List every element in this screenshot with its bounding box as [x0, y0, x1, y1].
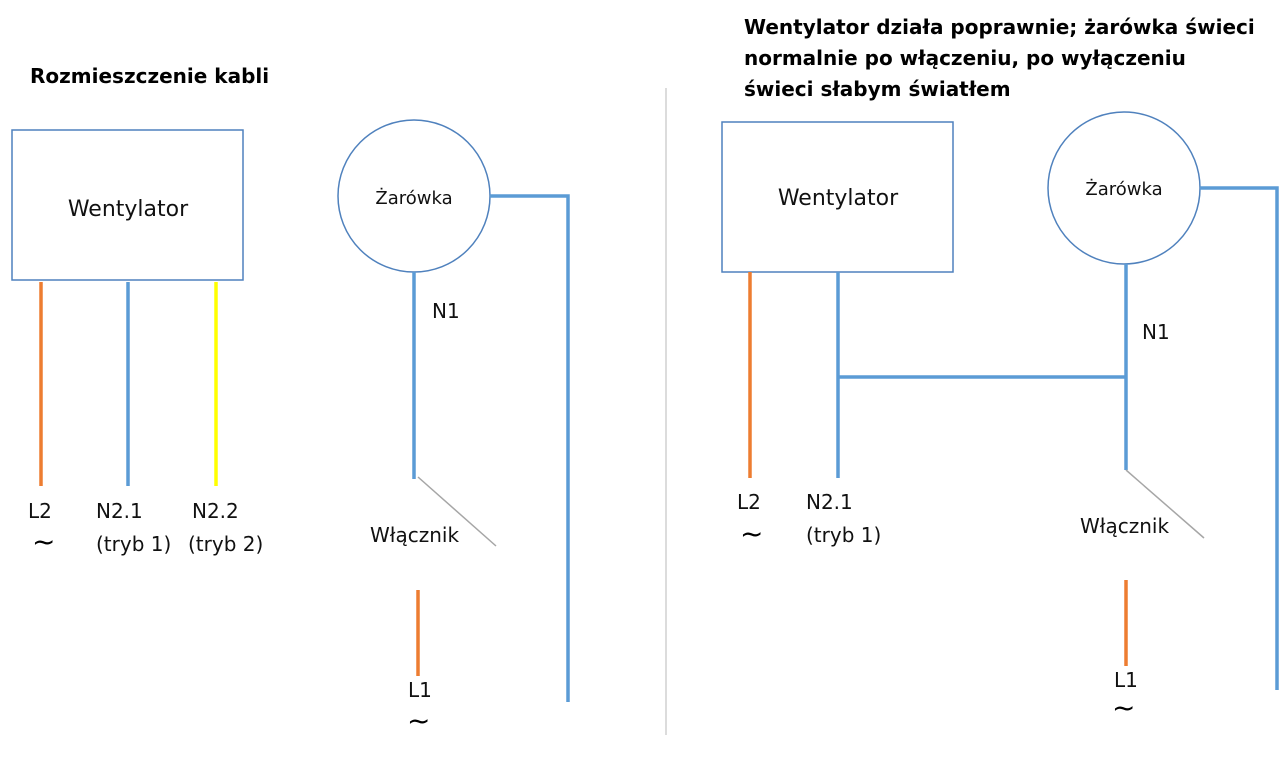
left-switch-lever — [417, 476, 497, 547]
right-l2-label: L2 — [737, 490, 761, 514]
left-fan-box — [11, 129, 244, 281]
left-n1-label: N1 — [432, 299, 460, 323]
right-title-line3: świeci słabym światłem — [744, 77, 1011, 101]
right-l1-label: L1 — [1114, 668, 1138, 692]
right-l2-symbol: ~ — [740, 517, 763, 550]
right-l1-symbol: ~ — [1112, 691, 1135, 724]
left-l1-label: L1 — [408, 678, 432, 702]
right-wire-bulb-return — [1200, 186, 1279, 690]
left-n21-label: N2.1 — [96, 499, 143, 523]
right-switch-lever — [1125, 469, 1205, 539]
right-title-line2: normalnie po włączeniu, po wyłączeniu — [744, 46, 1186, 70]
right-fan-box — [721, 121, 954, 273]
left-l2-symbol: ~ — [32, 525, 55, 558]
left-n22-mode: (tryb 2) — [188, 532, 263, 556]
right-n1-label: N1 — [1142, 320, 1170, 344]
right-bulb-label: Żarówka — [1085, 179, 1162, 200]
left-bulb-label: Żarówka — [375, 188, 452, 209]
left-l1-symbol: ~ — [407, 704, 430, 737]
right-n21-mode: (tryb 1) — [806, 523, 881, 547]
left-fan-label: Wentylator — [68, 197, 189, 222]
right-switch-label: Włącznik — [1080, 514, 1169, 538]
right-n21-label: N2.1 — [806, 490, 853, 514]
left-title: Rozmieszczenie kabli — [30, 64, 269, 88]
left-switch-label: Włącznik — [370, 523, 459, 547]
left-n21-mode: (tryb 1) — [96, 532, 171, 556]
left-n22-label: N2.2 — [192, 499, 239, 523]
right-title-line1: Wentylator działa poprawnie; żarówka świ… — [744, 15, 1255, 39]
right-fan-label: Wentylator — [778, 186, 899, 211]
left-l2-label: L2 — [28, 499, 52, 523]
left-wire-bulb-return — [490, 194, 570, 702]
